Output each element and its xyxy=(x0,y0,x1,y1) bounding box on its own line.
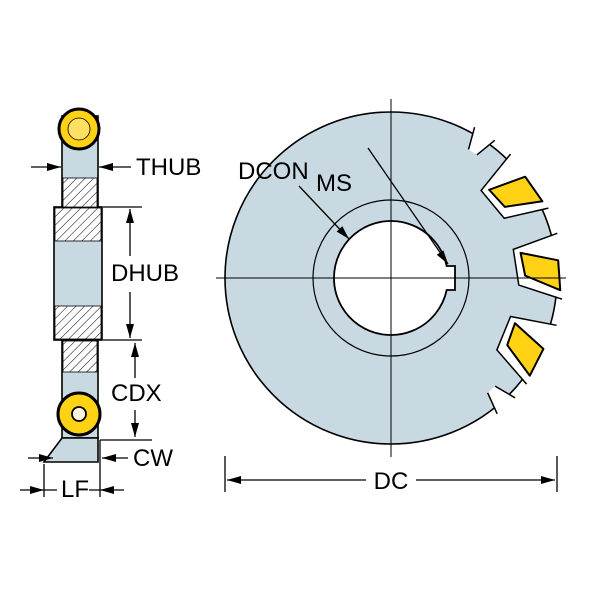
tooth-insert xyxy=(488,175,544,208)
dcon-arrow xyxy=(298,185,350,240)
tooth-pocket-edge xyxy=(480,153,549,220)
label-dc: DC xyxy=(374,468,409,495)
tooth-pocket-edge xyxy=(512,232,563,300)
hatch-lines xyxy=(55,208,101,241)
tooth-insert xyxy=(506,322,545,377)
side-view: THUB DHUB CDX CW LF xyxy=(20,107,201,503)
tooth-partial-mark xyxy=(486,385,516,415)
label-dcon: DCON xyxy=(238,158,309,185)
lf-label-bg xyxy=(57,477,89,501)
dhub-label-bg xyxy=(106,260,186,287)
label-lf: LF xyxy=(61,476,89,503)
insert-top-face xyxy=(67,117,91,141)
ms-arrow xyxy=(367,147,449,265)
tooth-partial-gap xyxy=(468,127,495,155)
front-view: DCON MS DC xyxy=(216,99,566,495)
label-ms: MS xyxy=(316,170,352,197)
label-thub: THUB xyxy=(136,154,201,181)
label-dhub: DHUB xyxy=(111,260,179,287)
tooth-insert xyxy=(519,251,562,292)
tooth xyxy=(496,315,557,385)
tooth-partial xyxy=(486,385,516,415)
tooth xyxy=(512,232,563,300)
cdx-label-bg xyxy=(106,382,172,407)
label-cw: CW xyxy=(133,445,173,472)
tooth xyxy=(480,153,549,220)
hatch-lines xyxy=(63,341,97,372)
tooth-partial-mark xyxy=(467,127,496,156)
hatch-lines xyxy=(55,306,101,339)
tooth-partial xyxy=(467,127,496,156)
tooth-pocket-edge xyxy=(496,315,557,385)
hatch-lines xyxy=(63,178,97,207)
insert-bottom-screw-hole xyxy=(71,406,87,422)
label-cdx: CDX xyxy=(111,380,162,407)
